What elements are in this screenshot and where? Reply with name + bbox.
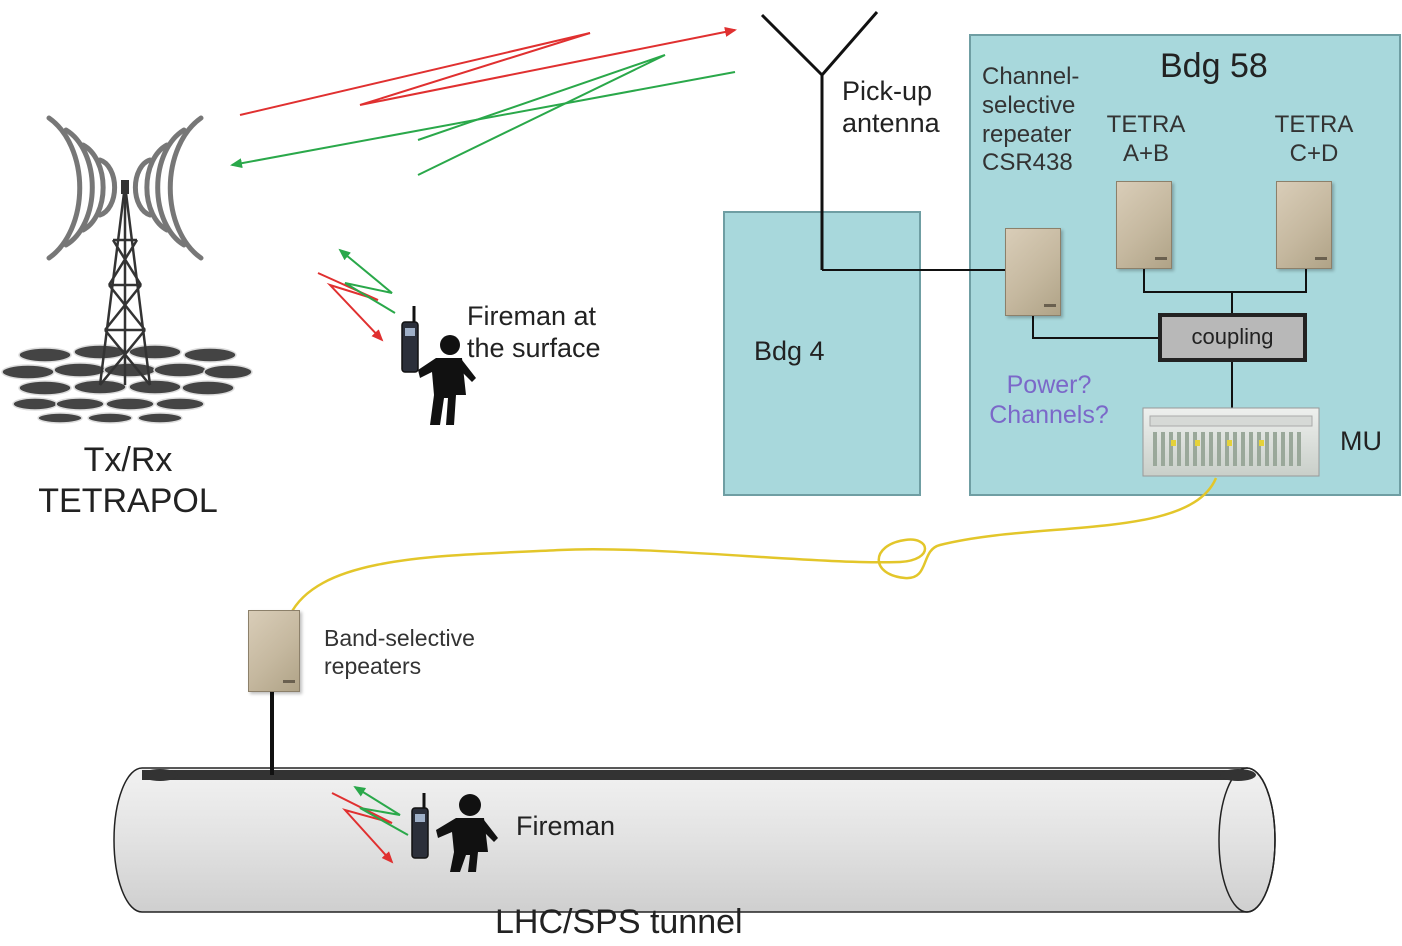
fireman-surface-line1: Fireman at xyxy=(467,301,597,331)
mu-label: MU xyxy=(1340,426,1382,456)
bdg4-label: Bdg 4 xyxy=(754,336,825,366)
csr-label: Channel- selective repeater CSR438 xyxy=(982,63,1079,178)
pickup-line1: Pick-up xyxy=(842,76,933,106)
pickup-line2: antenna xyxy=(842,108,940,139)
power-line1: Power? xyxy=(1006,371,1092,399)
fireman-surface-icon xyxy=(401,306,476,425)
coupling-box xyxy=(1158,313,1307,362)
repeater-icon-band-selective xyxy=(248,610,300,692)
antenna-icon xyxy=(760,11,879,270)
bdg58-wiring xyxy=(1032,268,1307,410)
tetra-cd-line2: C+D xyxy=(1289,139,1339,167)
txrx-line2: TETRAPOL xyxy=(38,481,218,520)
band-line1: Band-selective xyxy=(324,625,475,651)
radio-link-arrows xyxy=(230,27,737,176)
leaky-cable xyxy=(288,477,1218,616)
tetrapol-tower-icon xyxy=(1,115,253,424)
power-channels-label: Power? Channels? xyxy=(974,370,1124,430)
coupling-label: coupling xyxy=(1191,324,1274,349)
tetra-cd-line1: TETRA xyxy=(1274,111,1354,138)
fireman-surface-line2: the surface xyxy=(467,333,601,364)
master-unit-icon xyxy=(1142,407,1320,477)
handheld-radio-icon xyxy=(411,793,429,859)
tunnel-label: LHC/SPS tunnel xyxy=(495,903,743,941)
tetra-ab-label: TETRA A+B xyxy=(1096,111,1196,169)
pickup-antenna-label: Pick-up antenna xyxy=(842,75,940,140)
tunnel-link-arrows xyxy=(331,785,409,864)
handheld-radio-icon xyxy=(401,306,419,373)
txrx-label: Tx/Rx TETRAPOL xyxy=(8,440,248,522)
repeater-icon-tetra-ab xyxy=(1116,181,1172,269)
band-line2: repeaters xyxy=(324,652,422,679)
repeater-icon-csr438 xyxy=(1005,228,1061,316)
power-line2: Channels? xyxy=(989,401,1109,429)
tetra-cd-label: TETRA C+D xyxy=(1264,111,1364,169)
surface-link-arrows xyxy=(317,248,396,342)
repeater-icon-tetra-cd xyxy=(1276,181,1332,269)
fireman-surface-label: Fireman at the surface xyxy=(467,300,601,365)
tunnel-tube xyxy=(113,767,1276,913)
csr-line3: repeater xyxy=(982,120,1072,148)
fireman-tunnel-label: Fireman xyxy=(516,811,616,841)
csr-line1: Channel- xyxy=(982,63,1080,90)
tetra-ab-line2: A+B xyxy=(1122,139,1170,167)
csr-line4: CSR438 xyxy=(982,149,1073,177)
bdg58-label: Bdg 58 xyxy=(1160,47,1268,85)
csr-line2: selective xyxy=(982,91,1076,119)
fireman-tunnel-icon xyxy=(411,793,498,872)
tetra-ab-line1: TETRA xyxy=(1106,111,1186,138)
band-selective-label: Band-selective repeaters xyxy=(324,625,475,680)
txrx-line1: Tx/Rx xyxy=(83,441,173,479)
